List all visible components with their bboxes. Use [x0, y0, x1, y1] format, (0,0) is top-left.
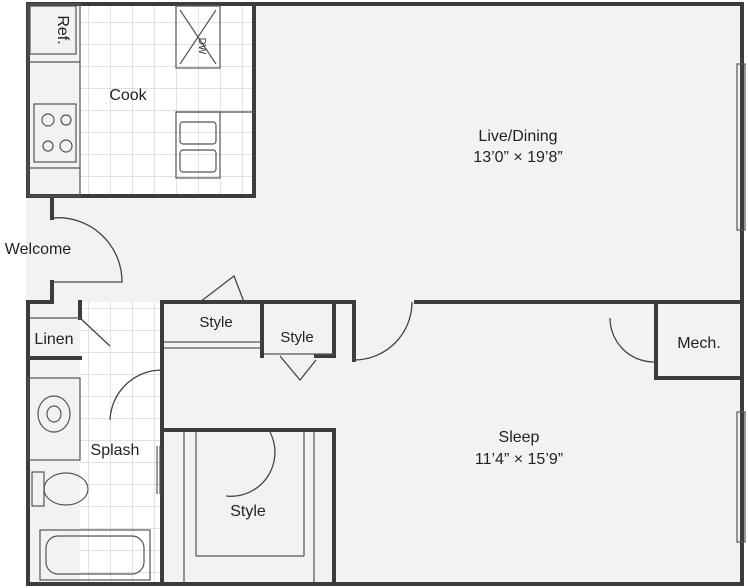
bedroom-size: 11’4” × 15’9” — [475, 451, 563, 468]
walk-in-closet-label: Style — [230, 503, 266, 520]
kitchen-tile — [80, 6, 254, 196]
room-labels: Ref. DW Cook Live/Dining 13’0” × 19’8” W… — [5, 15, 721, 520]
mechanical-label: Mech. — [677, 335, 721, 352]
kitchen-label: Cook — [109, 87, 147, 104]
entry-label: Welcome — [5, 241, 71, 258]
living-dining-size: 13’0” × 19’8” — [473, 149, 562, 166]
bedroom-label: Sleep — [499, 429, 540, 446]
doors — [51, 217, 655, 497]
linen-label: Linen — [34, 331, 73, 348]
dishwasher-label: DW — [196, 38, 207, 55]
fixtures — [27, 3, 746, 582]
closet-2-label: Style — [280, 329, 313, 346]
refrigerator-label: Ref. — [54, 15, 71, 44]
living-dining-label: Live/Dining — [478, 128, 557, 145]
closet-1-label: Style — [199, 314, 232, 331]
bathroom-label: Splash — [91, 442, 140, 459]
